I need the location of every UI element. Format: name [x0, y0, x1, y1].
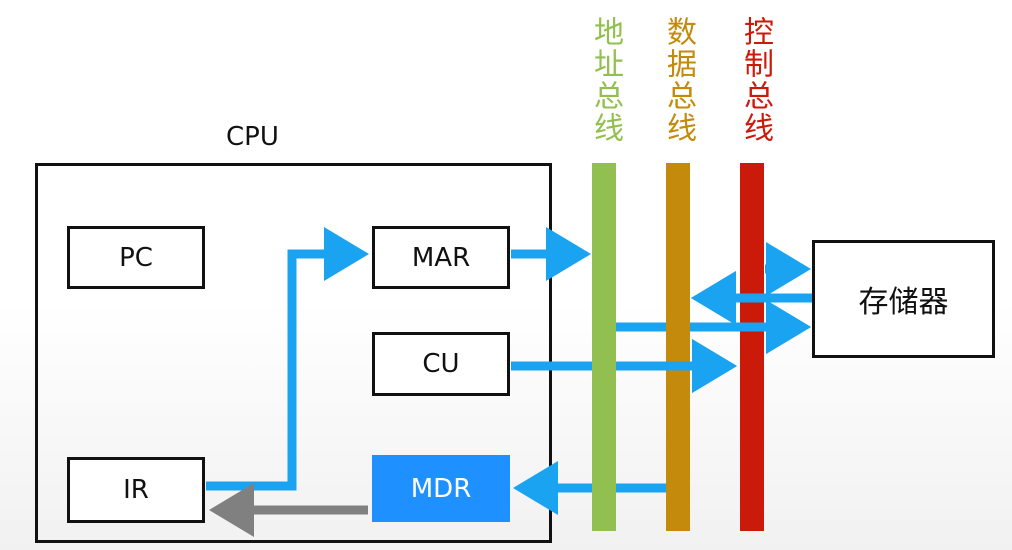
- ir-register: IR: [67, 457, 205, 523]
- address-bus-label: 地址总线: [588, 16, 623, 144]
- data-bus: [666, 163, 690, 531]
- data-bus-label: 数据总线: [661, 16, 696, 144]
- address-bus: [592, 163, 616, 531]
- memory-label: 存储器: [858, 285, 949, 320]
- cpu-title: CPU: [226, 122, 279, 152]
- cpu-frame: [35, 163, 552, 543]
- pc-label: PC: [119, 242, 153, 273]
- ir-label: IR: [123, 475, 149, 505]
- control-bus: [740, 163, 764, 531]
- mdr-label: MDR: [410, 473, 472, 504]
- mar-register: MAR: [372, 226, 510, 289]
- ir-to-mar-arrow: [206, 227, 369, 491]
- pc-register: PC: [67, 226, 205, 289]
- mar-label: MAR: [411, 242, 471, 273]
- cu-label: CU: [422, 349, 460, 379]
- control-bus-label: 控制总线: [738, 16, 773, 144]
- cu-unit: CU: [372, 332, 510, 396]
- mdr-register: MDR: [372, 455, 510, 522]
- memory-box: 存储器: [812, 240, 995, 358]
